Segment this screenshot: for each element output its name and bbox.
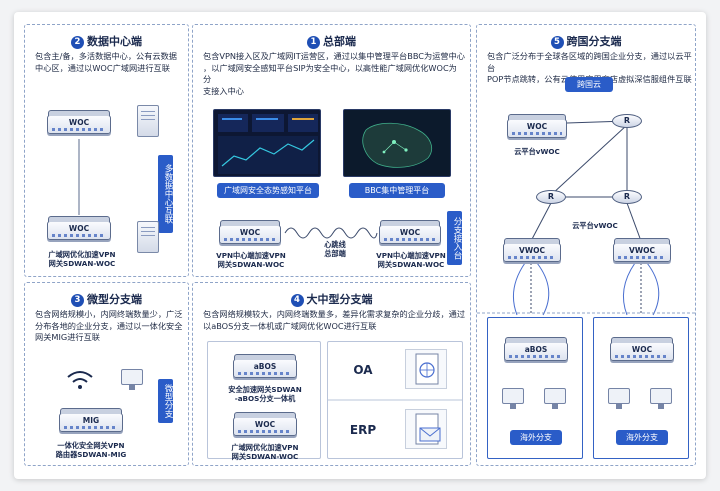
document-icon xyxy=(405,349,447,389)
micro-badge: 3 xyxy=(71,294,84,307)
woc-device: WOC xyxy=(610,337,674,361)
app-erp-label: ERP xyxy=(349,423,377,437)
heartbeat-label: 心跳线 总部端 xyxy=(324,240,346,258)
router-icon: R xyxy=(612,190,642,204)
monitor-icon xyxy=(502,388,524,409)
cross-badge: 5 xyxy=(550,36,564,49)
datacenter-badge: 2 xyxy=(71,36,84,49)
monitor-icon xyxy=(650,388,672,409)
woc-device-bottom: WOC xyxy=(47,216,111,240)
sip-dashboard-screen xyxy=(213,109,321,177)
map-graphic xyxy=(344,110,450,176)
server-icon xyxy=(137,105,159,137)
mail-document-icon xyxy=(405,409,447,449)
dashboard-graphic xyxy=(218,114,318,174)
micro-vertical-label: 微型分支 xyxy=(158,379,173,423)
cross-vwoc-bottom-right: VWOC xyxy=(613,238,671,262)
sip-platform-label: 广域网安全态势感知平台 xyxy=(217,183,319,198)
overseas-branch-left-label: 海外分支 xyxy=(510,430,562,445)
wifi-icon xyxy=(67,371,93,389)
router-icon: R xyxy=(536,190,566,204)
datacenter-device-caption: 广域网优化加速VPN 网关SDWAN-WOC xyxy=(48,250,116,268)
medium-badge: 4 xyxy=(290,294,304,307)
woc-device: WOC xyxy=(233,412,297,436)
datacenter-desc: 包含主/备，多活数据中心，公有云数据 中心区，通过以WOC广域网进行互联 xyxy=(35,51,177,73)
monitor-icon xyxy=(608,388,630,409)
mig-device: MIG xyxy=(59,408,123,432)
overseas-branch-right: WOC 海外分支 xyxy=(593,317,689,459)
server-icon xyxy=(137,221,159,253)
overseas-branch-left: aBOS 海外分支 xyxy=(487,317,583,459)
bbc-platform-label: BBC集中管理平台 xyxy=(349,183,445,198)
cross-network-lines xyxy=(477,120,697,316)
medium-abos-caption: 安全加速网关SDWAN -aBOS分支一体机 xyxy=(228,385,302,403)
monitor-icon xyxy=(121,369,143,390)
cross-vwoc-top: WOC xyxy=(507,114,567,138)
bbc-map-screen xyxy=(343,109,451,177)
router-icon: R xyxy=(612,114,642,128)
hq-desc: 包含VPN接入区及广域网IT运营区，通过以集中管理平台BBC为运营中心 ，以广域… xyxy=(203,51,465,96)
micro-device-caption: 一体化安全网关VPN 路由器SDWAN-MIG xyxy=(55,441,127,459)
abos-device: aBOS xyxy=(233,354,297,378)
woc-device-top: WOC xyxy=(47,110,111,134)
app-oa-label: OA xyxy=(353,363,373,377)
hq-woc-left: WOC xyxy=(219,220,281,244)
apps-divider xyxy=(327,399,463,401)
datacenter-link-line xyxy=(78,139,80,215)
medium-woc-caption: 广域网优化加速VPN 网关SDWAN-WOC xyxy=(231,443,299,461)
hq-caption-left: VPN中心端加速VPN 网关SDWAN-WOC xyxy=(216,251,286,269)
cross-vwoc-bottom-left: VWOC xyxy=(503,238,561,262)
cross-cloud-label: 跨国云 xyxy=(565,77,613,92)
overseas-branch-right-label: 海外分支 xyxy=(616,430,668,445)
hq-vertical-label: 分支接入台 xyxy=(447,211,462,265)
medium-desc: 包含网络规模较大，内网终端数量多，差异化需求复杂的企业分歧，通过 以aBOS分支… xyxy=(203,309,466,331)
micro-desc: 包含网络规模小，内网终端数量少，广泛 分布各地的企业分支，通过以一体化安全 网关… xyxy=(35,309,183,342)
hq-badge: 1 xyxy=(307,36,320,49)
datacenter-vertical-label: 多数据中心互联 xyxy=(158,155,173,233)
cross-vwoc-top-caption: 云平台vWOC xyxy=(514,147,560,156)
monitor-icon xyxy=(544,388,566,409)
hq-caption-right: VPN中心端加速VPN 网关SDWAN-WOC xyxy=(376,251,446,269)
heartbeat-link xyxy=(284,227,378,239)
abos-device: aBOS xyxy=(504,337,568,361)
hq-woc-right: WOC xyxy=(379,220,441,244)
cross-vwoc-mid-caption: 云平台vWOC xyxy=(572,221,618,230)
